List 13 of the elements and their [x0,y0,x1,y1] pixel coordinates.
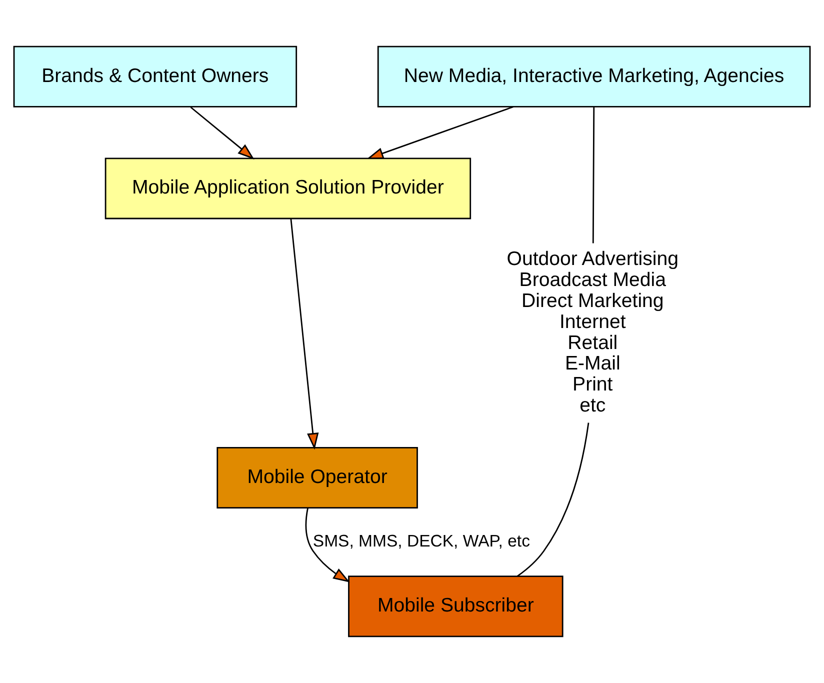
node-box: Mobile Application Solution Provider [104,158,472,220]
node-box: New Media, Interactive Marketing, Agencies [377,46,811,108]
arrow [190,106,254,160]
connector [592,107,595,244]
node-box: Mobile Operator [216,447,418,509]
edge-label: SMS, MMS, DECK, WAP, etc [312,531,530,550]
arrow [290,218,319,450]
connector [516,422,590,577]
arrow [305,508,350,582]
node-box: Brands & Content Owners [13,46,298,108]
node-text: Outdoor Advertising Broadcast Media Direct Marketing Internet Retail E-Mail Print etc [506,248,678,417]
arrow [366,106,514,159]
node-box: Mobile Subscriber [348,576,564,638]
